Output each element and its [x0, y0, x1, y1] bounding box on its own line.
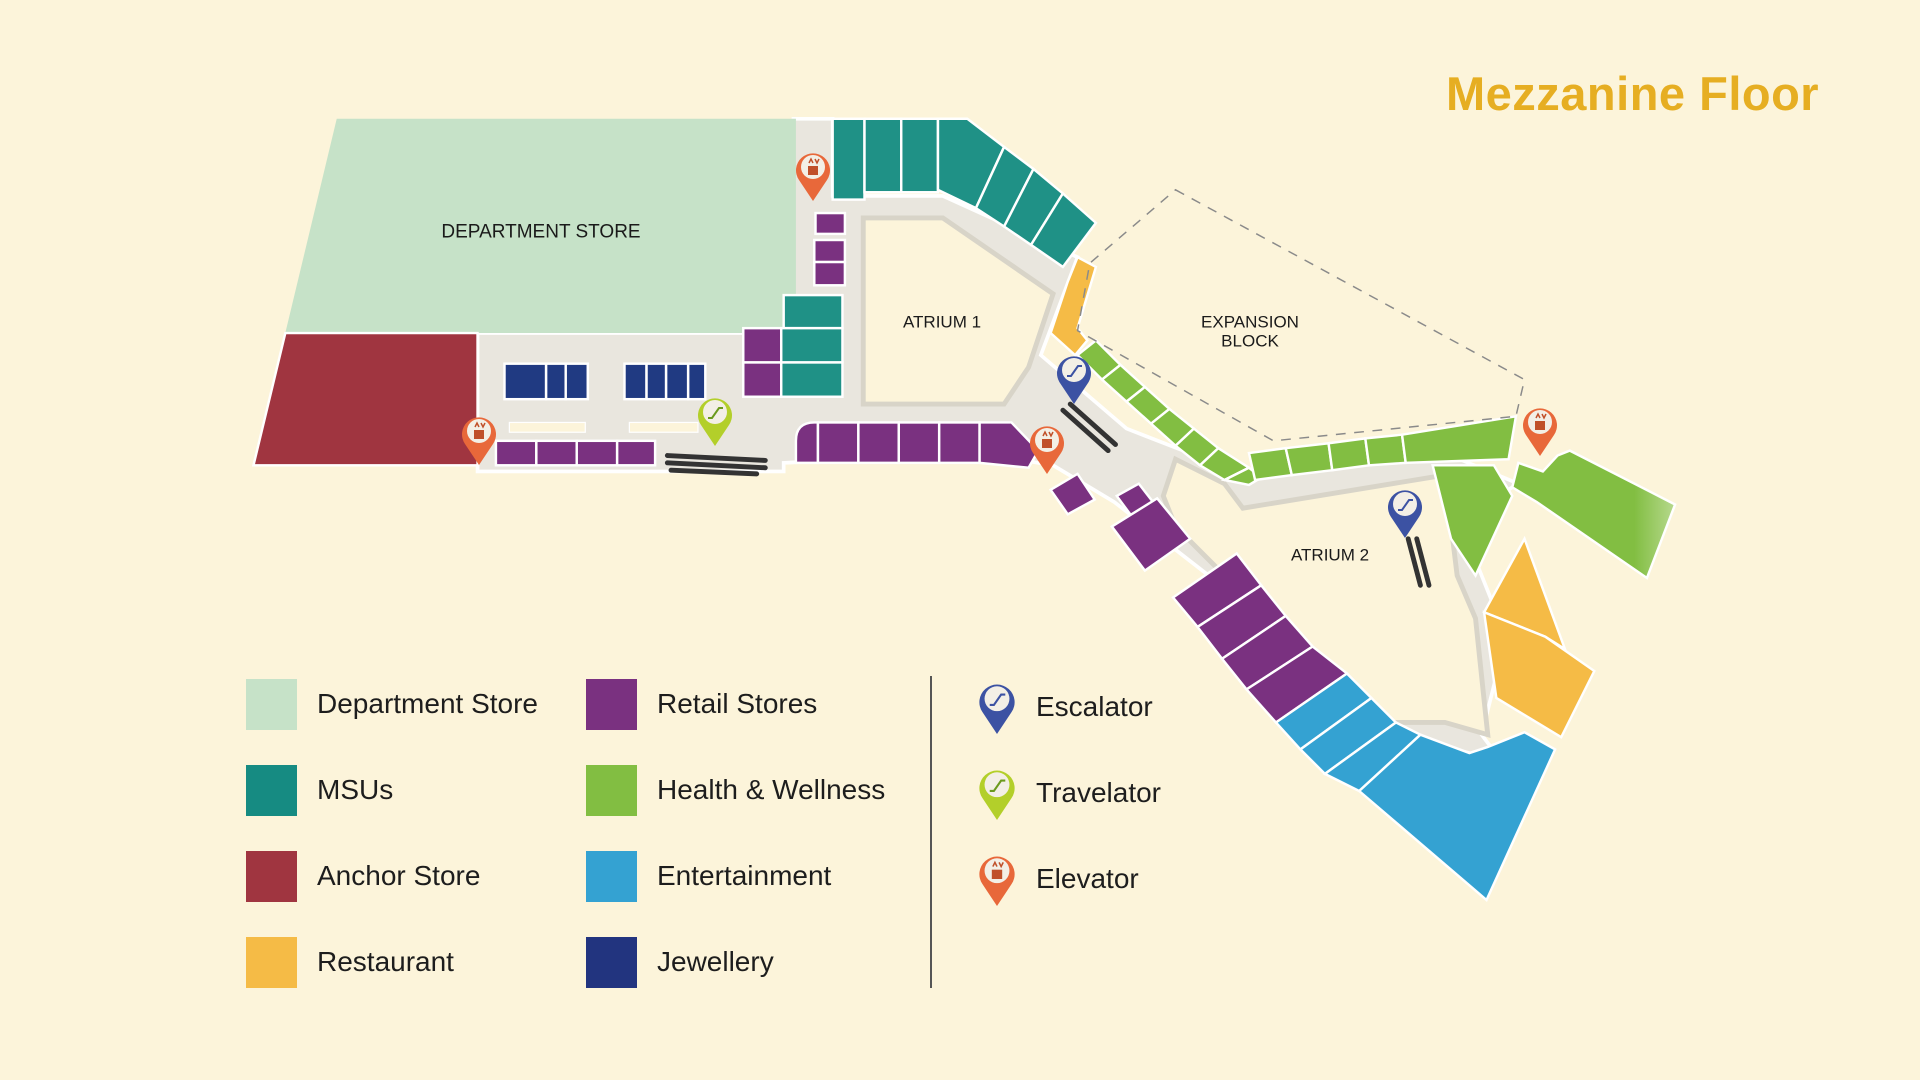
travelator-pin-icon [979, 770, 1015, 820]
legend-item-escalator: Escalator [976, 672, 1153, 742]
jewellery-swatch [586, 936, 637, 988]
legend-item-department-store: Department Store [246, 678, 538, 730]
legend-label: Retail Stores [657, 688, 818, 719]
legend-label: Anchor Store [317, 860, 481, 891]
elevator-pin-icon[interactable] [1520, 403, 1560, 457]
elevator-pin-icon[interactable] [459, 412, 499, 466]
department-store-unit[interactable] [285, 118, 796, 334]
planter [508, 421, 586, 433]
expansion-block-label-line1: EXPANSION [1201, 312, 1299, 332]
msus-swatch [246, 764, 297, 816]
legend-item-restaurant: Restaurant [246, 936, 454, 988]
elevator-pin-icon[interactable] [1027, 421, 1067, 475]
legend-label: MSUs [317, 774, 394, 805]
health-wellness-swatch [586, 764, 637, 816]
legend-item-retail-stores: Retail Stores [586, 678, 817, 730]
floor-title: Mezzanine Floor [1446, 67, 1820, 120]
escalator-pin-icon[interactable] [1054, 351, 1094, 405]
restaurant-swatch [246, 936, 297, 988]
department-store-swatch [246, 678, 297, 730]
legend-item-elevator: Elevator [976, 844, 1139, 914]
legend-label: Entertainment [657, 860, 832, 891]
retail-units[interactable] [494, 211, 1350, 725]
planter [628, 421, 699, 433]
legend-divider [930, 676, 932, 988]
legend-item-jewellery: Jewellery [586, 936, 774, 988]
legend-item-entertainment: Entertainment [586, 850, 831, 902]
atrium-1-label: ATRIUM 1 [902, 312, 982, 332]
entertainment-swatch [586, 850, 637, 902]
legend-label: Elevator [1036, 863, 1139, 894]
expansion-block-label-line2: BLOCK [1221, 331, 1279, 351]
legend-label: Department Store [317, 688, 538, 719]
department-store-label: DEPARTMENT STORE [441, 221, 641, 243]
entertainment-units[interactable] [1274, 671, 1557, 902]
jewellery-units[interactable] [503, 362, 707, 401]
elevator-pin-icon[interactable] [793, 148, 833, 202]
anchor-store-unit[interactable] [251, 331, 479, 467]
atrium-2-label: ATRIUM 2 [1290, 545, 1370, 565]
legend-item-anchor-store: Anchor Store [246, 850, 480, 902]
legend-label: Restaurant [317, 946, 454, 977]
legend-item-msus: MSUs [246, 764, 393, 816]
health-wellness-units[interactable] [1075, 338, 1677, 580]
msu-units[interactable] [780, 117, 1098, 398]
restaurant-units[interactable] [1049, 255, 1596, 739]
legend-label: Jewellery [657, 946, 774, 977]
atrium-1-void [860, 215, 1056, 407]
legend-label: Escalator [1036, 691, 1153, 722]
anchor-store-swatch [246, 850, 297, 902]
escalator-pin-icon [979, 684, 1015, 734]
travelator-pin-icon[interactable] [695, 393, 735, 447]
legend-label: Travelator [1036, 777, 1162, 808]
legend-item-travelator: Travelator [976, 758, 1161, 828]
legend-label: Health & Wellness [657, 774, 886, 805]
escalator-stairs [664, 401, 1432, 588]
escalator-pin-icon[interactable] [1385, 485, 1425, 539]
elevator-pin-icon [979, 856, 1015, 906]
retail-stores-swatch [586, 678, 637, 730]
legend-item-health-wellness: Health & Wellness [586, 764, 885, 816]
